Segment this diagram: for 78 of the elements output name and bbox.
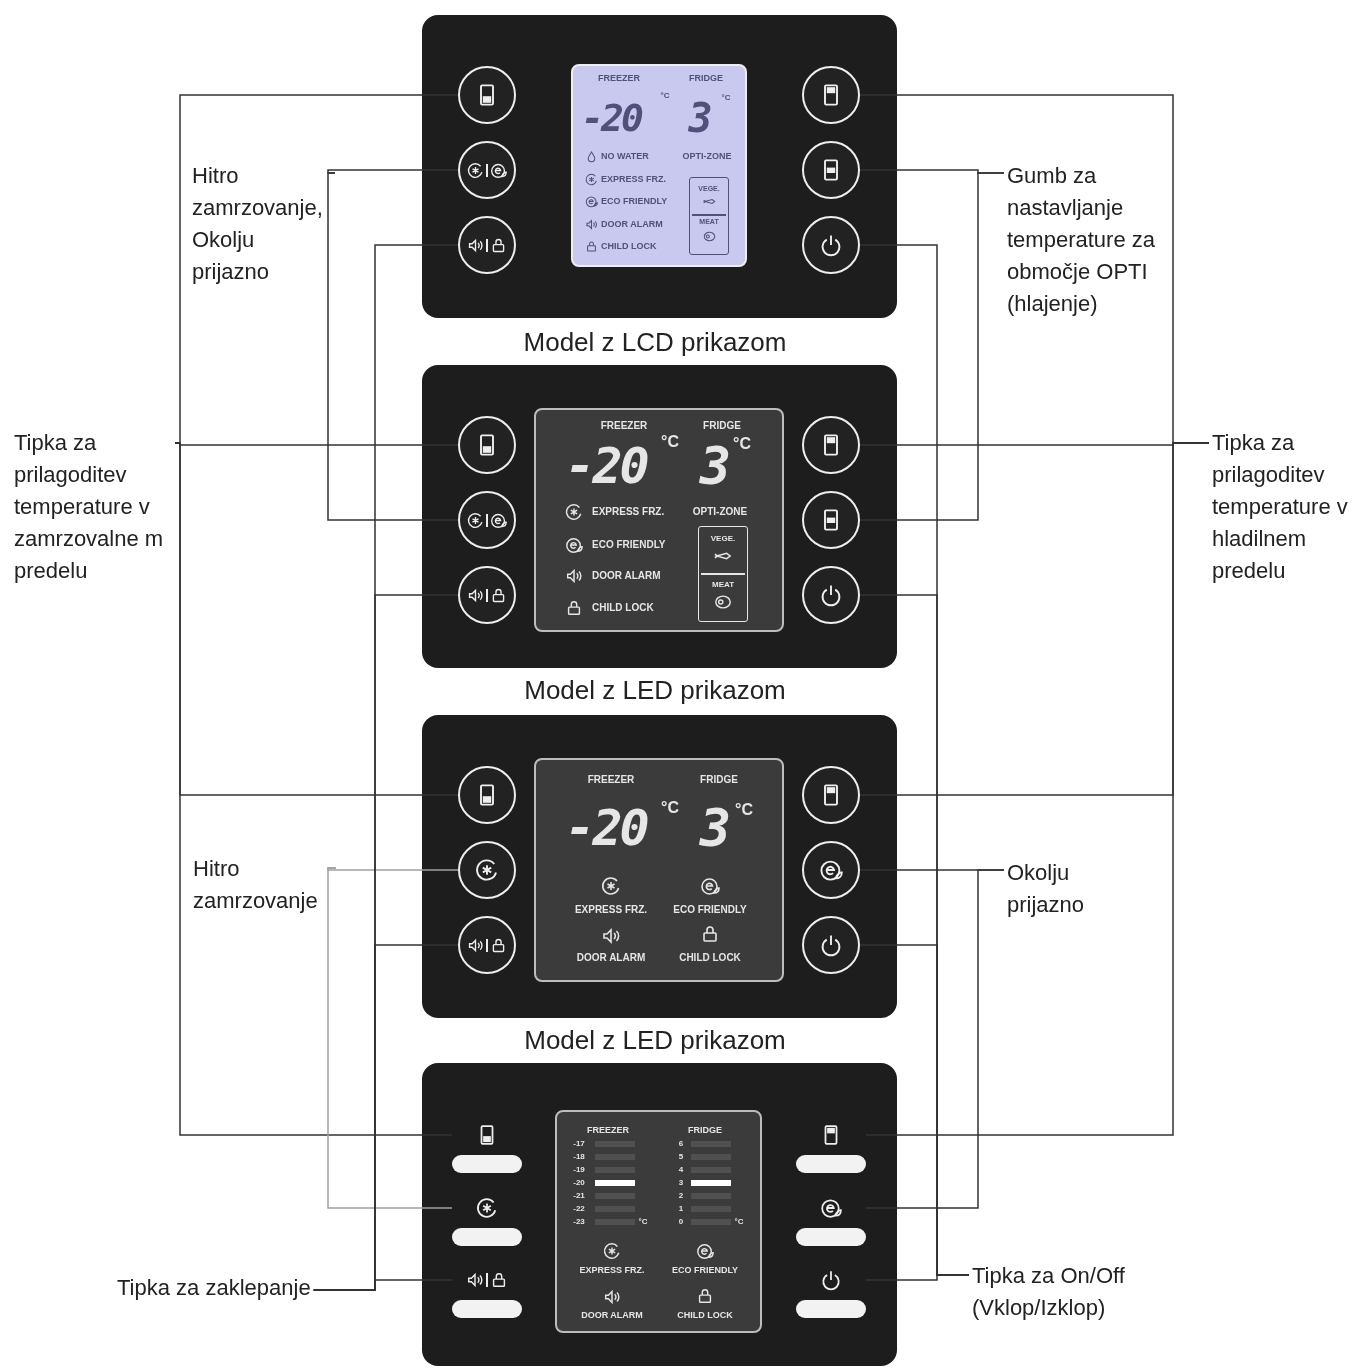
display-label: DOOR ALARM: [576, 953, 646, 963]
display-label: CHILD LOCK: [677, 1310, 733, 1320]
callout-text: Hitro zamrzovanje, Okolju prijazno: [192, 160, 332, 288]
display-label: -22: [573, 1205, 585, 1213]
display-label: 0: [678, 1218, 684, 1226]
display-label: FRIDGE: [700, 775, 738, 785]
display-label: 1: [678, 1205, 684, 1213]
temperature-readout: -20: [565, 803, 647, 853]
display-label: FRIDGE: [688, 1125, 722, 1135]
display-label: °C: [735, 802, 753, 818]
display-label: ECO FRIENDLY: [592, 540, 666, 550]
display-label: FREEZER: [600, 421, 648, 431]
display-label: -21: [573, 1192, 585, 1200]
temperature-readout: -20: [565, 441, 647, 491]
display-label: °C: [638, 1218, 648, 1226]
display-label: CHILD LOCK: [601, 241, 657, 251]
callout-text: Tipka za On/Off (Vklop/Izklop): [972, 1260, 1172, 1324]
display-label: °C: [721, 94, 731, 102]
display-label: DOOR ALARM: [581, 1310, 643, 1320]
display-label: ECO FRIENDLY: [671, 1265, 739, 1275]
temperature-readout: -20: [581, 99, 641, 137]
display-label: DOOR ALARM: [592, 571, 661, 581]
display-label: FREEZER: [587, 775, 635, 785]
leader-line: [865, 869, 1005, 1209]
display-label: DOOR ALARM: [601, 219, 663, 229]
callout-text: Hitro zamrzovanje: [193, 853, 333, 917]
display-label: -20: [573, 1179, 585, 1187]
display-label: -17: [573, 1140, 585, 1148]
display-label: EXPRESS FRZ.: [579, 1265, 645, 1275]
display-label: EXPRESS FRZ.: [601, 174, 666, 184]
display-label: OPTI-ZONE: [682, 151, 732, 161]
model-caption: Model z LCD prikazom: [523, 329, 787, 355]
callout-text: Tipka za prilagoditev temperature v hladilnem predelu: [1212, 427, 1352, 587]
callout-text: Tipka za zaklepanje: [117, 1272, 311, 1304]
display-label: FRIDGE: [703, 421, 741, 431]
display-label: NO WATER: [601, 151, 649, 161]
display-label: 5: [678, 1153, 684, 1161]
leader-line: [327, 169, 459, 174]
display-label: CHILD LOCK: [679, 953, 741, 963]
temperature-readout: 3: [699, 802, 729, 854]
leader-line: [174, 442, 453, 1136]
display-label: FREEZER: [587, 1125, 629, 1135]
model-caption: Model z LED prikazom: [524, 1027, 786, 1053]
display-label: -19: [573, 1166, 585, 1174]
callout-text: Okolju prijazno: [1007, 857, 1127, 921]
temperature-readout: 3: [688, 98, 710, 138]
display-label: EXPRESS FRZ.: [574, 905, 648, 915]
display-label: OPTI-ZONE: [692, 507, 748, 517]
display-label: EXPRESS FRZ.: [592, 507, 665, 517]
display-label: 4: [678, 1166, 684, 1174]
display-label: FRIDGE: [689, 73, 723, 83]
leader-line: [859, 172, 1005, 521]
display-label: °C: [733, 436, 751, 452]
display-label: °C: [660, 92, 670, 100]
leader-line: [865, 1274, 970, 1281]
leader-line: [865, 442, 1210, 1136]
display-label: VEGE.: [710, 535, 736, 543]
callout-text: Tipka za prilagoditev temperature v zamrzovalne m predelu: [14, 427, 172, 587]
display-label: °C: [661, 434, 679, 450]
display-label: MEAT: [711, 581, 735, 589]
display-label: ECO FRIENDLY: [601, 196, 668, 206]
leader-line: [327, 172, 459, 521]
callout-text: Gumb za nastavljanje temperature za območje OPTI (hlajenje): [1007, 160, 1157, 320]
display-label: 3: [678, 1179, 684, 1187]
display-label: 2: [678, 1192, 684, 1200]
display-label: °C: [734, 1218, 744, 1226]
display-label: -23: [573, 1218, 585, 1226]
display-label: FREEZER: [598, 73, 640, 83]
temperature-readout: 3: [699, 440, 729, 492]
model-caption: Model z LED prikazom: [524, 677, 786, 703]
leader-line: [312, 1279, 453, 1291]
leader-line: [327, 867, 459, 871]
display-label: -18: [573, 1153, 585, 1161]
display-label: °C: [661, 800, 679, 816]
display-label: 6: [678, 1140, 684, 1148]
leader-line: [327, 867, 453, 1209]
display-label: CHILD LOCK: [592, 603, 654, 613]
display-label: ECO FRIENDLY: [673, 905, 747, 915]
